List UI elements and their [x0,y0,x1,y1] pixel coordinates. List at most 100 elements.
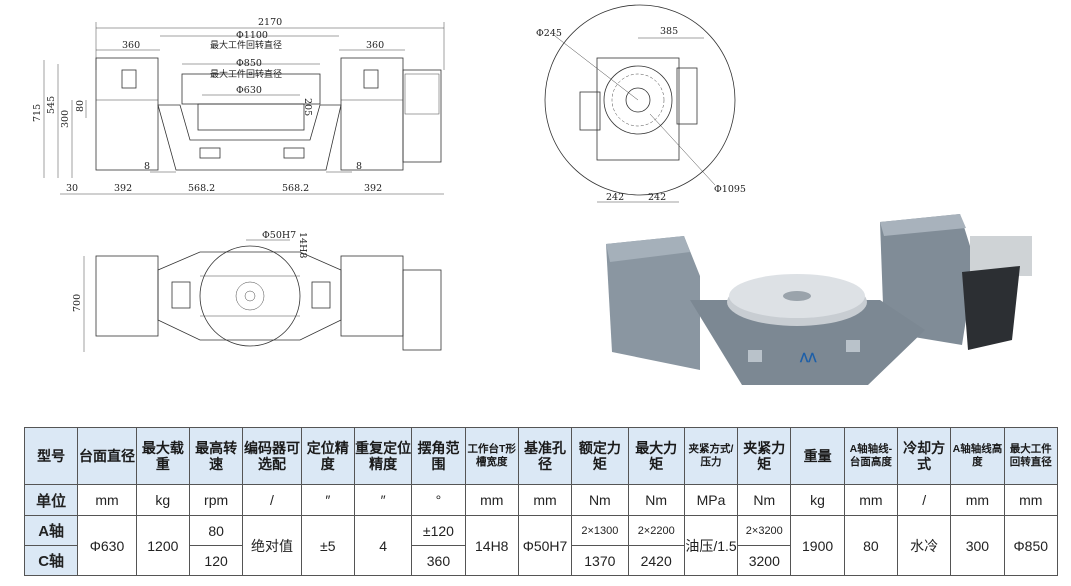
header-model: 型号 [23,427,79,485]
dim-b568-right: 568.2 [282,183,309,194]
unit-weight: kg [790,484,845,516]
dim-gap-right: 8 [356,161,362,172]
header-axis-height: A轴轴线高度 [950,427,1005,485]
unit-rep-acc: ″ [353,484,413,516]
unit-max-dia: mm [1003,484,1059,516]
cell-c-clamp-torque: 3200 [737,545,792,576]
cell-encoder: 绝对值 [242,515,302,576]
dim-b392-right: 392 [364,183,382,194]
label-swing-1100: 最大工件回转直径 [210,39,282,51]
table-row-a-axis: A轴 Φ630 1200 80 绝对值 ±5 4 ±120 14H8 Φ50H7… [23,515,1059,576]
header-speed: 最高转速 [188,427,244,485]
dim-gap-left: 8 [144,161,150,172]
table-unit-row: 单位 mm kg rpm / ″ ″ ° mm mm Nm Nm MPa Nm … [23,484,1059,516]
front-view: 2170 360 360 Φ1100 最大工件回转直径 Φ850 最大工件回转直… [32,17,445,195]
header-weight: 重量 [790,427,845,485]
dim-700: 700 [72,294,83,312]
dim-300: 300 [60,110,71,128]
cell-pos-acc: ±5 [300,515,355,576]
cell-c-speed: 120 [188,545,244,576]
dim-242-right: 242 [648,192,666,203]
unit-max-torque: Nm [627,484,685,516]
table-header-row: 型号 台面直径 最大载重 最高转速 编码器可选配 定位精度 重复定位精度 摆角范… [23,427,1059,485]
cell-c-rated-torque: 1370 [571,545,629,576]
dim-80: 80 [75,100,86,112]
header-swing: 摆角范围 [411,427,466,485]
header-bore: 基准孔径 [517,427,573,485]
dim-swing-1100: Φ1100 [236,30,268,41]
header-height-a: A轴轴线-台面高度 [843,427,899,485]
dim-b568-left: 568.2 [188,183,215,194]
row-c-label: C轴 [23,545,79,576]
header-max-dia: 最大工件回转直径 [1003,427,1059,485]
spec-table: 型号 台面直径 最大载重 最高转速 编码器可选配 定位精度 重复定位精度 摆角范… [23,427,1059,576]
top-view: 700 Φ50H7 14H8 [72,230,442,352]
svg-text:ᐱᐱ: ᐱᐱ [799,351,817,365]
cell-axis-height: 300 [950,515,1005,576]
technical-drawing: 2170 360 360 Φ1100 最大工件回转直径 Φ850 最大工件回转直… [32,4,1032,385]
header-max-torque: 最大力矩 [627,427,685,485]
cell-rep-acc: 4 [353,515,413,576]
dim-205: 205 [302,98,313,116]
cell-c-max-torque: 2420 [627,545,685,576]
dim-b392-left: 392 [114,183,132,194]
unit-row-label: 单位 [23,484,79,516]
cell-height-a: 80 [843,515,899,576]
dim-right-flange: 360 [366,40,384,51]
unit-encoder: / [242,484,302,516]
unit-pos-acc: ″ [300,484,355,516]
cell-cooling: 水冷 [896,515,952,576]
header-clamp-method: 夹紧方式/压力 [683,427,739,485]
dim-swing-850: Φ850 [236,58,262,69]
cell-a-rated-torque: 2×1300 [571,515,629,546]
unit-slot: mm [464,484,519,516]
product-render: ᐱᐱ [606,214,1032,385]
unit-cooling: / [896,484,952,516]
cell-bore: Φ50H7 [517,515,573,576]
unit-diameter: mm [77,484,137,516]
cell-a-swing: ±120 [411,515,466,546]
cell-diameter: Φ630 [77,515,137,576]
table-row-c-axis: C轴 120 360 1370 2420 3200 [23,545,1058,576]
dim-bore: Φ50H7 [262,230,296,241]
cell-slot: 14H8 [464,515,519,576]
dim-left-flange: 360 [122,40,140,51]
dim-table-630: Φ630 [236,85,262,96]
header-cooling: 冷却方式 [896,427,952,485]
dim-overall-width: 2170 [258,17,282,28]
side-view: Φ245 385 Φ1095 242 242 [536,4,746,203]
cell-c-swing: 360 [411,545,466,576]
dim-d245: Φ245 [536,28,562,39]
unit-clamp-torque: Nm [737,484,792,516]
dim-545: 545 [46,96,57,114]
dim-d1095: Φ1095 [714,184,746,195]
cell-load: 1200 [135,515,190,576]
row-a-label: A轴 [23,515,79,546]
unit-axis-height: mm [950,484,1005,516]
cell-clamp-method: 油压/1.5 [683,515,739,576]
header-rep-acc: 重复定位精度 [353,427,413,485]
dim-slot: 14H8 [297,232,308,258]
cell-max-dia: Φ850 [1003,515,1059,576]
unit-rated-torque: Nm [571,484,629,516]
dim-385: 385 [660,26,678,37]
unit-swing: ° [411,484,466,516]
header-diameter: 台面直径 [77,427,137,485]
dim-b30: 30 [66,183,78,194]
header-load: 最大载重 [135,427,190,485]
cell-weight: 1900 [790,515,845,576]
header-slot: 工作台T形槽宽度 [464,427,519,485]
cell-a-clamp-torque: 2×3200 [737,515,792,546]
unit-load: kg [135,484,190,516]
unit-clamp-method: MPa [683,484,739,516]
header-clamp-torque: 夹紧力矩 [737,427,792,485]
cell-a-max-torque: 2×2200 [627,515,685,546]
header-pos-acc: 定位精度 [300,427,355,485]
header-rated-torque: 额定力矩 [571,427,629,485]
unit-speed: rpm [188,484,244,516]
unit-height-a: mm [843,484,899,516]
unit-bore: mm [517,484,573,516]
cell-a-speed: 80 [188,515,244,546]
dim-715: 715 [32,104,43,122]
header-encoder: 编码器可选配 [242,427,302,485]
